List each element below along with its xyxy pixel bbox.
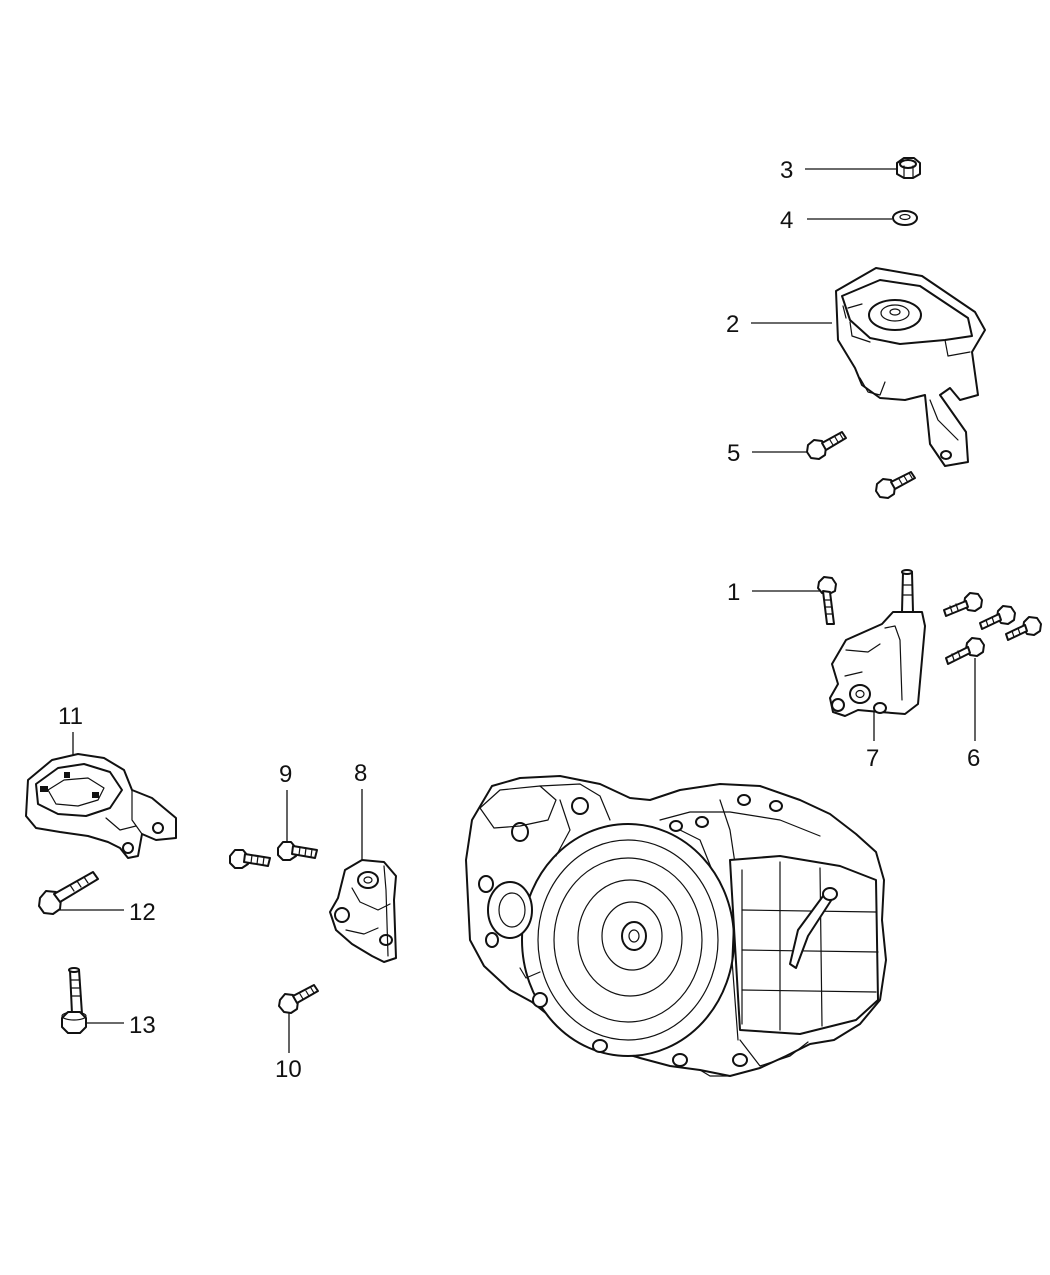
- callout-label-13: 13: [129, 1012, 156, 1039]
- callout-12[interactable]: 12: [58, 899, 156, 926]
- callout-label-7: 7: [866, 745, 879, 772]
- part-11-mount[interactable]: [25, 753, 177, 859]
- part-9-bolt-b[interactable]: [277, 841, 318, 861]
- part-9-bolt-a[interactable]: [229, 849, 271, 869]
- part-5-bolt[interactable]: [806, 431, 847, 460]
- callout-label-5: 5: [727, 440, 740, 467]
- part-5-bolt-second[interactable]: [875, 471, 916, 499]
- part-6-bolt-b[interactable]: [979, 605, 1016, 630]
- callout-11[interactable]: 11: [58, 703, 83, 770]
- part-10-bolt[interactable]: [278, 984, 319, 1014]
- part-3-nut[interactable]: [896, 157, 921, 179]
- part-13-bolt[interactable]: [61, 967, 87, 1034]
- callout-10[interactable]: 10: [275, 1006, 302, 1083]
- callout-1[interactable]: 1: [727, 579, 820, 606]
- callout-label-3: 3: [780, 157, 793, 184]
- part-4-washer[interactable]: [892, 210, 918, 226]
- part-6-bolt-d[interactable]: [945, 637, 985, 665]
- callout-label-11: 11: [58, 703, 83, 730]
- part-8-bracket[interactable]: [329, 859, 397, 963]
- callout-label-12: 12: [129, 899, 156, 926]
- callout-8[interactable]: 8: [354, 760, 367, 876]
- callout-4[interactable]: 4: [780, 207, 892, 234]
- part-1-bolt[interactable]: [817, 576, 837, 625]
- callout-label-2: 2: [726, 311, 739, 338]
- transmission-assembly[interactable]: [465, 775, 887, 1077]
- callout-5[interactable]: 5: [727, 440, 808, 467]
- callout-13[interactable]: 13: [78, 1012, 156, 1039]
- callout-label-9: 9: [279, 761, 292, 788]
- part-6-bolt-a[interactable]: [943, 592, 983, 617]
- part-6-bolt-c[interactable]: [1005, 616, 1042, 641]
- callout-label-4: 4: [780, 207, 793, 234]
- part-12-bolt[interactable]: [38, 871, 99, 915]
- callout-6[interactable]: 6: [967, 658, 980, 772]
- callout-label-6: 6: [967, 745, 980, 772]
- part-2-upper-mount[interactable]: [835, 267, 986, 467]
- callout-9[interactable]: 9: [279, 761, 292, 843]
- callout-label-10: 10: [275, 1056, 302, 1083]
- part-7-bracket[interactable]: [829, 569, 926, 717]
- callout-label-8: 8: [354, 760, 367, 787]
- callout-3[interactable]: 3: [780, 157, 896, 184]
- callout-2[interactable]: 2: [726, 311, 832, 338]
- callout-label-1: 1: [727, 579, 740, 606]
